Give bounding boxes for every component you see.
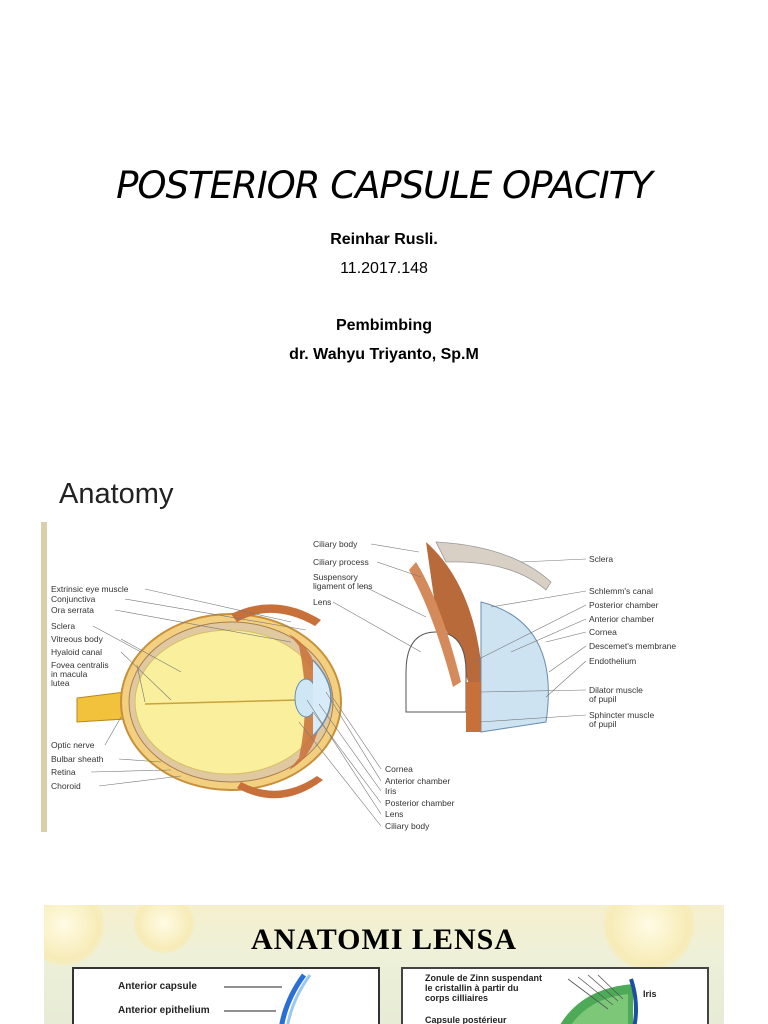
anatomy-label: Ciliary process	[313, 557, 369, 567]
anatomy-label: Cornea	[589, 627, 617, 637]
anatomy-label: Cornea	[385, 764, 413, 774]
zonule-drawing	[560, 974, 638, 1024]
labels-right: Sclera Schlemm's canal Posterior chamber…	[472, 554, 676, 729]
anatomy-label: Anterior chamber	[385, 776, 450, 786]
anatomy-label: Bulbar sheath	[51, 754, 104, 764]
anatomy-label: in macula	[51, 669, 88, 679]
lensa-title: ANATOMI LENSA	[250, 923, 518, 956]
lens-diagram-right: Zonule de Zinn suspendant le cristallin …	[401, 967, 709, 1024]
labels-bottom: Cornea Anterior chamber Iris Posterior c…	[298, 691, 455, 831]
labels-left: Extrinsic eye muscle Conjunctiva Ora ser…	[51, 584, 307, 791]
anatomy-label: Optic nerve	[51, 740, 95, 750]
label-anterior-epithelium: Anterior epithelium	[118, 1005, 210, 1016]
eye-cross-section	[76, 604, 342, 799]
anatomy-label: Lens	[385, 809, 403, 819]
anatomy-label: Ciliary body	[385, 821, 430, 831]
author-name: Reinhar Rusli.	[330, 231, 438, 248]
figure-edge	[41, 522, 47, 832]
anatomy-label: Fovea centralis	[51, 660, 109, 670]
anatomy-label: Posterior chamber	[589, 600, 659, 610]
title-slide: POSTERIOR CAPSULE OPACITY Reinhar Rusli.…	[0, 0, 768, 450]
anatomy-label: Sclera	[51, 621, 75, 631]
anatomy-label: Dilator muscle	[589, 685, 643, 695]
student-id: 11.2017.148	[340, 260, 428, 277]
advisor-label: Pembimbing	[335, 317, 432, 334]
label-zonule-line2: le cristallin à partir du	[425, 983, 519, 993]
anatomy-label: Conjunctiva	[51, 594, 96, 604]
anatomy-label: lutea	[51, 678, 70, 688]
labels-top: Ciliary body Ciliary process Suspensory …	[313, 539, 427, 653]
anatomi-lensa-slide: ANATOMI LENSA Anterior capsule Anterior …	[44, 905, 724, 1024]
anatomy-label: Vitreous body	[51, 634, 104, 644]
anatomy-label: ligament of lens	[313, 581, 373, 591]
anatomy-label: Descemet's membrane	[589, 641, 676, 651]
flower-decoration	[134, 905, 194, 953]
lens-diagram-left: Anterior capsule Anterior epithelium	[72, 967, 380, 1024]
anatomy-label: Lens	[313, 597, 331, 607]
label-zonule-line1: Zonule de Zinn suspendant	[425, 973, 542, 983]
anatomy-label: Sphincter muscle	[589, 710, 654, 720]
eye-anatomy-figure: Extrinsic eye muscle Conjunctiva Ora ser…	[51, 539, 676, 831]
anatomy-label: Extrinsic eye muscle	[51, 584, 129, 594]
anatomy-label: Suspensory	[313, 572, 359, 582]
label-iris: Iris	[643, 989, 657, 999]
anatomy-label: Retina	[51, 767, 76, 777]
label-capsule-posterieur: Capsule postérieur	[425, 1015, 507, 1024]
lens-capsule-drawing	[224, 973, 312, 1024]
anatomy-label: Anterior chamber	[589, 614, 654, 624]
anatomy-label: Ora serrata	[51, 605, 94, 615]
anatomy-label: of pupil	[589, 694, 617, 704]
anatomy-label: Sclera	[589, 554, 613, 564]
anatomy-label: of pupil	[589, 719, 617, 729]
anatomy-label: Hyaloid canal	[51, 647, 102, 657]
anatomy-label: Endothelium	[589, 656, 636, 666]
anterior-segment-detail	[405, 541, 552, 733]
anatomy-label: Iris	[385, 786, 396, 796]
advisor-name: dr. Wahyu Triyanto, Sp.M	[289, 346, 479, 363]
anatomy-label: Choroid	[51, 781, 81, 791]
label-anterior-capsule: Anterior capsule	[118, 981, 197, 992]
anatomy-label: Ciliary body	[313, 539, 358, 549]
slide-title: POSTERIOR CAPSULE OPACITY	[116, 164, 653, 207]
anatomy-heading: Anatomy	[59, 478, 174, 510]
label-zonule-line3: corps cilliaires	[425, 993, 489, 1003]
anatomy-label: Posterior chamber	[385, 798, 455, 808]
anatomy-label: Schlemm's canal	[589, 586, 653, 596]
